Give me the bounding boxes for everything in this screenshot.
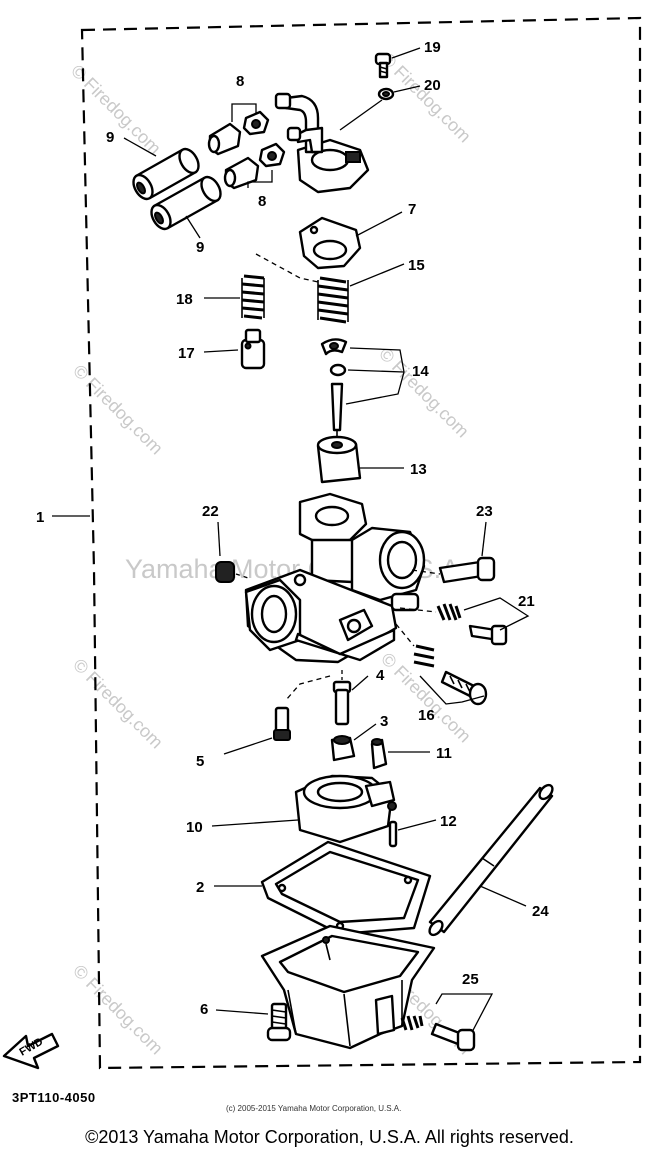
callout-16: 16	[418, 707, 435, 724]
leader-15	[349, 263, 405, 287]
part-15-spring	[317, 276, 349, 324]
leader-7	[355, 211, 403, 237]
leader-8-bottom	[247, 170, 273, 188]
callout-2: 2	[196, 879, 204, 896]
part-23-screw	[438, 556, 496, 584]
part-17-holder	[240, 328, 266, 370]
carburetor-top-cover	[274, 92, 370, 194]
leader-19	[391, 47, 421, 59]
callout-9-bottom: 9	[196, 239, 204, 256]
part-19-screw	[374, 52, 392, 79]
part-18-spring	[241, 274, 265, 320]
watermark-mid-right: © Firedog.com	[375, 344, 473, 442]
fwd-arrow-icon: FWD	[2, 1032, 60, 1070]
callout-8-bottom: 8	[258, 193, 266, 210]
callout-19: 19	[424, 39, 441, 56]
callout-3: 3	[380, 713, 388, 730]
part-8-cap-upper	[207, 110, 270, 156]
callout-15: 15	[408, 257, 425, 274]
leader-16	[419, 675, 485, 705]
part-20-washer	[377, 87, 395, 101]
callout-9-top: 9	[106, 129, 114, 146]
leader-22	[217, 521, 221, 557]
callout-8-top: 8	[236, 73, 244, 90]
watermark-mid-left: © Firedog.com	[69, 361, 167, 459]
float-bowl	[260, 924, 436, 1050]
leader-5	[223, 737, 273, 755]
part-3-main-jet	[330, 735, 356, 762]
watermark-lower-left: © Firedog.com	[69, 655, 167, 753]
assembly-boundary	[80, 16, 642, 1070]
part-7-gasket	[298, 216, 362, 270]
callout-12: 12	[440, 813, 457, 830]
part-9-boot-upper	[132, 147, 200, 201]
dashed-guide-22	[235, 573, 249, 579]
dashed-guide-23	[411, 569, 441, 575]
dashed-guide-5	[285, 675, 331, 701]
callout-21: 21	[518, 593, 535, 610]
small-copyright: (c) 2005-2015 Yamaha Motor Corporation, …	[226, 1104, 402, 1113]
part-13-throttle-valve	[316, 435, 362, 484]
callout-7: 7	[408, 201, 416, 218]
leader-23	[481, 521, 487, 557]
leader-24	[479, 885, 527, 907]
watermark-bottom-left: © Firedog.com	[69, 961, 167, 1059]
leader-10	[211, 819, 299, 827]
part-5-pilot-jet	[273, 706, 291, 741]
leader-4	[351, 675, 369, 691]
part-14-needle-clip	[320, 338, 348, 442]
dashed-guide-21	[399, 607, 437, 613]
leader-20	[393, 85, 421, 93]
part-8-cap-lower	[223, 142, 286, 190]
callout-13: 13	[410, 461, 427, 478]
leader-cover-screw	[339, 99, 383, 131]
callout-22: 22	[202, 503, 219, 520]
callout-6: 6	[200, 1001, 208, 1018]
watermark-top-left: © Firedog.com	[67, 61, 165, 159]
callout-14: 14	[412, 363, 429, 380]
part-6-screw	[266, 1002, 292, 1042]
callout-24: 24	[532, 903, 549, 920]
part-2-gasket	[260, 840, 432, 936]
callout-10: 10	[186, 819, 203, 836]
part-11-plug	[370, 738, 388, 770]
leader-8-top	[231, 103, 257, 122]
leader-25	[435, 993, 494, 1037]
callout-25: 25	[462, 971, 479, 988]
part-9-boot-lower	[150, 175, 222, 231]
carburetor-body	[244, 492, 426, 664]
part-21-spring-screw	[436, 603, 508, 646]
callout-4: 4	[376, 667, 385, 684]
leader-14-mid	[347, 369, 405, 373]
part-22-plug	[215, 561, 235, 583]
leader-9-top	[123, 137, 157, 157]
diagram-code: 3PT110-4050	[12, 1090, 96, 1105]
callout-18: 18	[176, 291, 193, 308]
part-10-float	[294, 774, 397, 844]
leader-12	[397, 819, 437, 831]
leader-9-bottom	[185, 215, 201, 239]
leader-17	[203, 349, 239, 353]
leader-21	[463, 597, 530, 631]
leader-3	[353, 723, 377, 741]
leader-6	[215, 1009, 269, 1015]
part-12-float-pin	[388, 820, 398, 848]
callout-5: 5	[196, 753, 204, 770]
part-4-jet-holder	[332, 680, 352, 726]
part-16-spring-screw	[413, 644, 488, 706]
callout-17: 17	[178, 345, 195, 362]
callout-23: 23	[476, 503, 493, 520]
part-24-drain-hose	[428, 783, 554, 937]
dashed-guide-16	[395, 623, 415, 647]
callout-11: 11	[436, 745, 452, 762]
callout-20: 20	[424, 77, 441, 94]
part-25-spring-screw	[400, 1015, 476, 1052]
callout-1: 1	[36, 509, 44, 526]
copyright-footer: ©2013 Yamaha Motor Corporation, U.S.A. A…	[85, 1127, 574, 1147]
